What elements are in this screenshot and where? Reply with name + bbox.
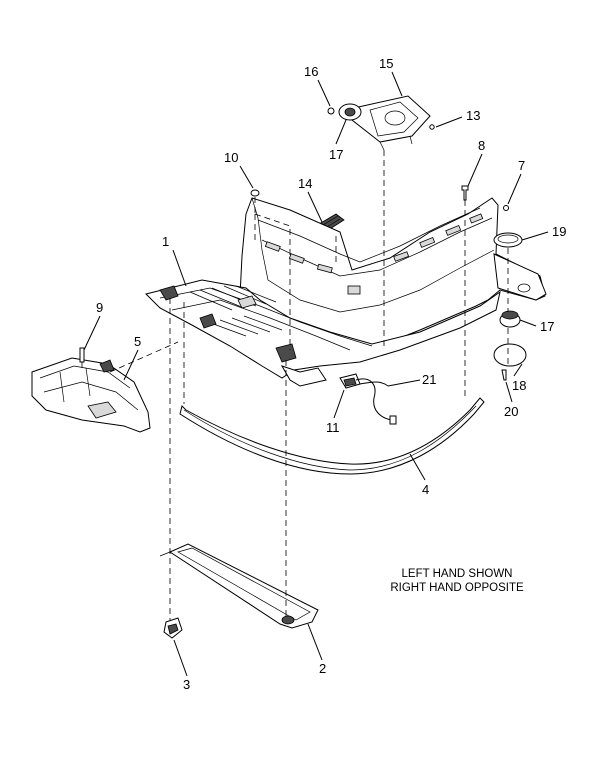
callout-10: 10: [224, 150, 238, 165]
callout-21: 21: [422, 372, 436, 387]
callout-5: 5: [134, 334, 141, 349]
callout-15: 15: [379, 56, 393, 71]
callout-8: 8: [478, 138, 485, 153]
leader-lines: [83, 71, 549, 677]
orientation-note: LEFT HAND SHOWN RIGHT HAND OPPOSITE: [390, 568, 524, 594]
callout-2: 2: [319, 661, 326, 676]
part-4-seal-strip: [179, 397, 485, 475]
callout-17-upper: 17: [329, 147, 343, 162]
part-13-fastener: [429, 124, 435, 130]
callout-labels: 1 2 3 4 5 7 8 9 10 11 13 14 15 16 17 17 …: [96, 56, 566, 692]
callout-11: 11: [326, 420, 340, 435]
note-line-2: RIGHT HAND OPPOSITE: [390, 582, 524, 594]
part-17-lower-grommet: [499, 310, 521, 328]
part-2-lower-panel: [159, 543, 319, 629]
part-21-harness: [355, 378, 397, 425]
part-5-side-cover: [31, 357, 151, 433]
callout-1: 1: [162, 234, 169, 249]
callout-3: 3: [183, 677, 190, 692]
part-11-connector: [339, 373, 361, 389]
part-8-screw: [461, 185, 469, 201]
callout-13: 13: [466, 108, 480, 123]
part-15-bracket: [351, 95, 431, 151]
part-10-fastener: [250, 189, 260, 197]
callout-14: 14: [298, 176, 312, 191]
part-18-ring: [493, 343, 527, 367]
part-3-clip: [163, 617, 183, 639]
callout-18: 18: [512, 378, 526, 393]
part-1-cowl-assembly: [145, 197, 547, 387]
assembly-guide-lines: [81, 150, 509, 620]
part-17-upper-grommet: [338, 103, 362, 121]
callout-7: 7: [518, 158, 525, 173]
part-16-screw: [327, 107, 335, 115]
part-20-screw: [501, 369, 507, 381]
part-19-ring: [493, 232, 523, 248]
callout-16: 16: [304, 64, 318, 79]
note-line-1: LEFT HAND SHOWN: [402, 568, 513, 580]
callout-17-lower: 17: [540, 319, 554, 334]
callout-4: 4: [422, 482, 429, 497]
callout-19: 19: [552, 224, 566, 239]
part-7-fastener: [503, 205, 509, 211]
part-9-pin: [79, 347, 85, 363]
callout-9: 9: [96, 300, 103, 315]
callout-20: 20: [504, 404, 518, 419]
